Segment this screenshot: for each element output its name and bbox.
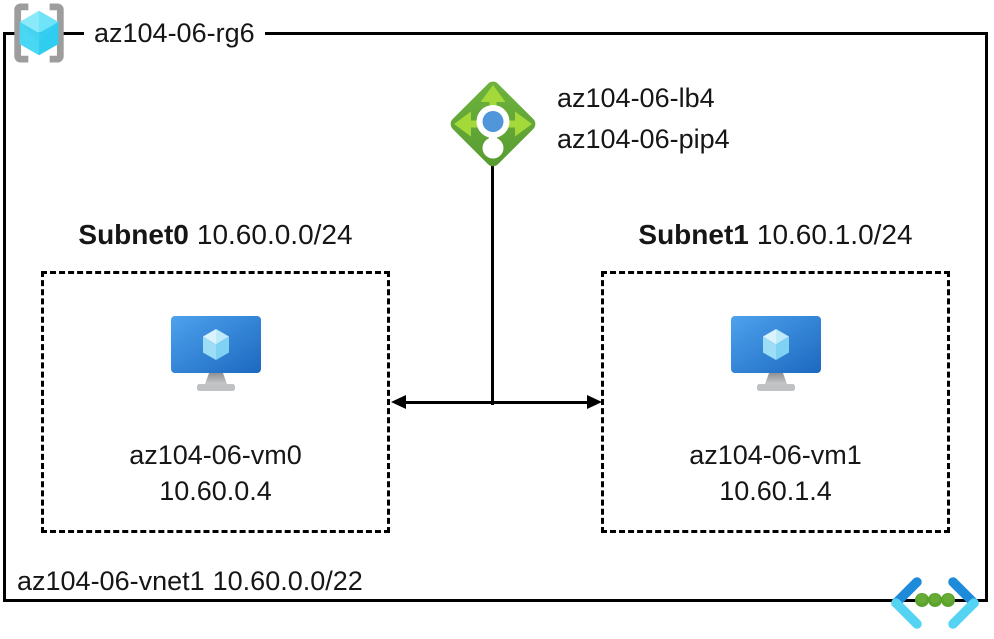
vm0-name: az104-06-vm0	[129, 440, 302, 470]
virtual-network-icon	[891, 577, 979, 629]
virtual-machine-icon	[171, 316, 261, 391]
vm1-ip: 10.60.1.4	[719, 476, 832, 506]
load-balancer-icon	[450, 81, 536, 167]
arrowhead-right-icon	[587, 395, 602, 409]
load-balancer-name: az104-06-lb4	[557, 83, 715, 113]
subnet0-name: Subnet0	[78, 219, 189, 250]
subnet0-boundary	[41, 271, 390, 533]
lb-connector-line	[491, 166, 494, 405]
subnet-connector-line	[403, 401, 591, 404]
vm0-label: az104-06-vm0 10.60.0.4	[41, 437, 390, 509]
vm1-name: az104-06-vm1	[689, 440, 862, 470]
subnet1-cidr: 10.60.1.0/24	[756, 219, 913, 250]
virtual-machine-icon	[731, 316, 821, 391]
resource-group-label: az104-06-rg6	[84, 14, 265, 52]
subnet1-boundary	[601, 271, 950, 533]
vnet-cidr: 10.60.0.0/22	[212, 566, 363, 596]
vm0-ip: 10.60.0.4	[159, 476, 272, 506]
vnet-name: az104-06-vnet1	[17, 566, 205, 596]
vm1-label: az104-06-vm1 10.60.1.4	[601, 437, 950, 509]
subnet0-cidr: 10.60.0.0/24	[196, 219, 353, 250]
public-ip-name: az104-06-pip4	[557, 124, 730, 154]
subnet1-name: Subnet1	[638, 219, 749, 250]
resource-group-boundary	[3, 32, 988, 602]
resource-group-icon	[14, 3, 64, 63]
arrowhead-left-icon	[391, 395, 406, 409]
load-balancer-labels: az104-06-lb4 az104-06-pip4	[557, 78, 730, 160]
